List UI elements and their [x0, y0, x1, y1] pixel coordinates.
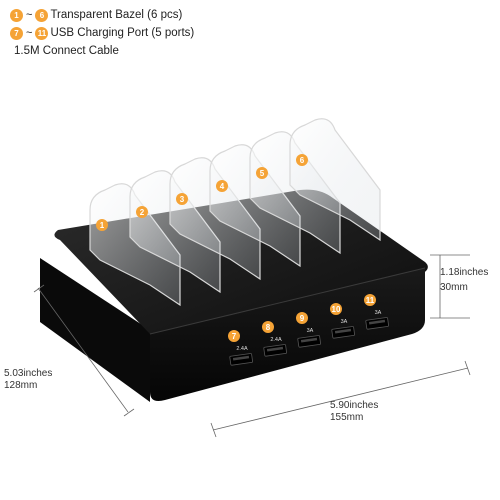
height-label-in: 1.18inches — [440, 267, 489, 278]
bezel-6-shape — [289, 118, 381, 242]
legend-ports-row: 7 ~ 11 USB Charging Port (5 ports) — [10, 24, 194, 42]
base-edge — [149, 267, 426, 335]
badge-ports-start: 7 — [10, 26, 23, 40]
legend-cable-text: 1.5M Connect Cable — [14, 45, 119, 57]
port-number: 7 — [232, 332, 237, 341]
port-number: 10 — [332, 305, 341, 314]
bezel-number: 5 — [260, 169, 265, 178]
bezel-number: 1 — [100, 221, 105, 230]
badge-bezel-start: 1 — [10, 8, 23, 22]
port-number: 8 — [266, 323, 271, 332]
depth-cap-bottom — [123, 408, 135, 417]
bezel-badge — [216, 180, 228, 192]
bezel-6: 6 — [289, 118, 381, 242]
port-current-label: 3A — [307, 328, 314, 334]
bezel-badge — [136, 206, 148, 218]
legend-bezel-text: Transparent Bazel (6 pcs) — [50, 9, 183, 21]
bezel-4: 4 — [209, 144, 301, 268]
bezel-badge — [256, 167, 268, 179]
bezel-number: 6 — [300, 156, 305, 165]
width-label-mm: 155mm — [330, 412, 364, 423]
bezel-number: 3 — [180, 195, 185, 204]
port-current-label: 3A — [375, 310, 382, 316]
legend-cable-row: 1.5M Connect Cable — [10, 42, 194, 60]
bezel-number: 2 — [140, 208, 145, 217]
port-badge — [262, 321, 274, 333]
badge-ports-end: 11 — [35, 26, 49, 40]
port-current-label: 2.4A — [270, 337, 282, 343]
base-left-side — [40, 258, 150, 402]
depth-label-mm: 128mm — [4, 380, 38, 391]
usb-port-tongue — [334, 328, 352, 334]
port-badge — [228, 330, 240, 342]
usb-port-tongue — [266, 346, 284, 352]
port-badge — [330, 303, 342, 315]
bezel-badge — [96, 219, 108, 231]
bezel-number: 4 — [220, 182, 225, 191]
usb-port-tongue — [232, 355, 250, 361]
port-number: 9 — [300, 314, 305, 323]
legend-bezel-row: 1 ~ 6 Transparent Bazel (6 pcs) — [10, 6, 194, 24]
depth-cap-top — [33, 284, 45, 293]
port-number: 11 — [366, 296, 375, 305]
width-label-in: 5.90inches — [330, 400, 379, 411]
usb-port-7: 7 2.4A — [228, 330, 253, 366]
width-cap-right — [464, 360, 471, 376]
port-badge — [296, 312, 308, 324]
depth-line — [37, 287, 129, 413]
bezel-badge — [176, 193, 188, 205]
tilde: ~ — [26, 27, 33, 39]
usb-port-9: 93A — [296, 312, 321, 348]
height-label-mm: 30mm — [440, 282, 468, 293]
base-front — [150, 268, 425, 401]
bezels: 1 2 3 4 5 6 — [89, 118, 381, 307]
width-cap-left — [210, 422, 217, 438]
port-badge — [364, 294, 376, 306]
legend: 1 ~ 6 Transparent Bazel (6 pcs) 7 ~ 11 U… — [10, 6, 194, 60]
usb-port-8: 8 2.4A — [262, 321, 287, 357]
depth-label-in: 5.03inches — [4, 368, 53, 379]
legend-ports-text: USB Charging Port (5 ports) — [50, 27, 195, 39]
bezel-badge — [296, 154, 308, 166]
width-line — [212, 367, 469, 431]
badge-bezel-end: 6 — [35, 8, 49, 22]
usb-port-tongue — [368, 319, 386, 325]
port-current-label: 3A — [341, 319, 348, 325]
port-current-label: 2.4A — [236, 346, 248, 352]
bezel-3: 3 — [169, 157, 261, 281]
tilde: ~ — [26, 9, 33, 21]
usb-port-tongue — [300, 337, 318, 343]
dimension-lines — [33, 254, 471, 438]
